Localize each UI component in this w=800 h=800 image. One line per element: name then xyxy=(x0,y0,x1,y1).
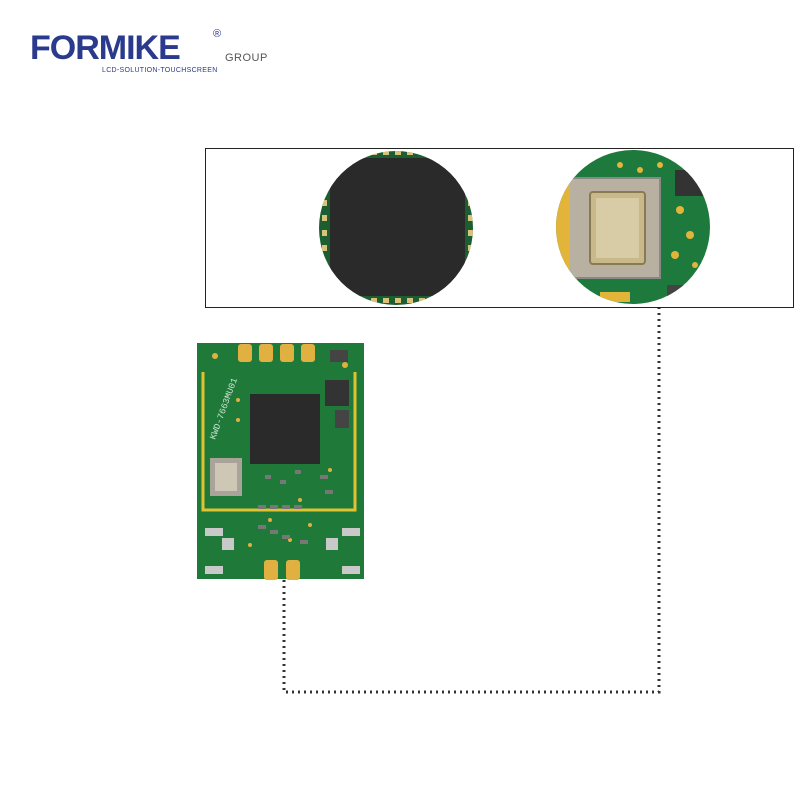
registered-mark: ® xyxy=(213,28,222,40)
brand-logo: FORMIKE ® GROUP LCD-SOLUTION-TOUCHSCREEN xyxy=(30,28,290,88)
chip-closeup xyxy=(319,151,473,305)
brand-name: FORMIKE xyxy=(30,29,181,67)
wifi-module-board: KWD-7663MU01 xyxy=(197,343,364,580)
brand-group-label: GROUP xyxy=(225,52,268,64)
brand-tagline: LCD-SOLUTION-TOUCHSCREEN xyxy=(102,67,218,74)
dotted-connector xyxy=(282,308,661,694)
crystal-closeup xyxy=(556,150,710,304)
